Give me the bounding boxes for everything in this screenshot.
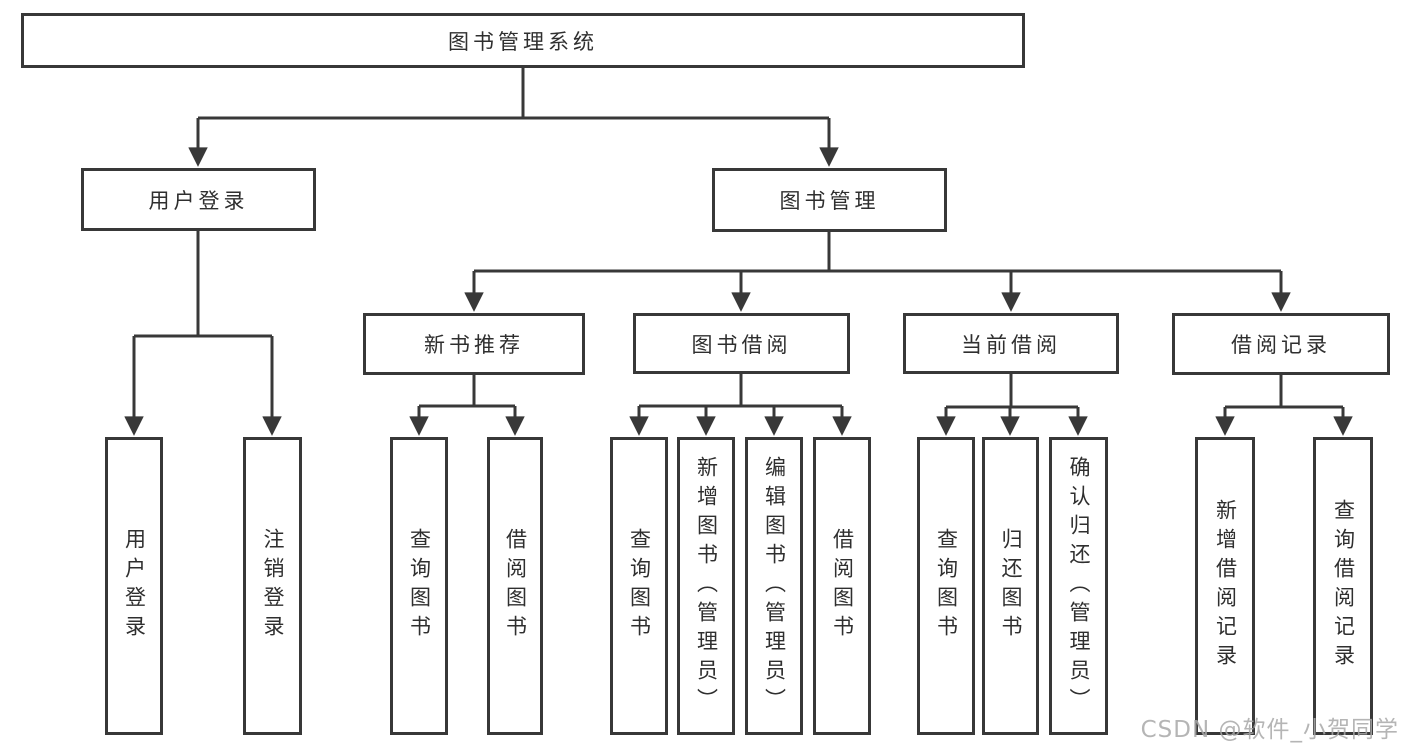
node-current-borrowing: 当前借阅 — [903, 313, 1119, 374]
leaf-edit-book-admin: 编辑图书（管理员） — [745, 437, 803, 735]
leaf-edit-book-admin-label: 编辑图书（管理员） — [762, 455, 787, 717]
node-new-book-recommendation-label: 新书推荐 — [424, 333, 524, 357]
leaf-query-books-recommend: 查询图书 — [390, 437, 448, 735]
connector-book-mgmt-to-level3 — [464, 232, 1291, 312]
node-borrowing-records: 借阅记录 — [1172, 313, 1390, 375]
node-user-login: 用户登录 — [81, 168, 316, 231]
connector-new-book-to-leaves — [409, 375, 525, 436]
connector-book-borrow-to-leaves — [629, 374, 852, 436]
node-book-management-label: 图书管理 — [779, 189, 880, 213]
leaf-add-borrow-record: 新增借阅记录 — [1195, 437, 1255, 735]
connector-user-login-to-leaves — [124, 231, 282, 436]
leaf-query-borrow-record: 查询借阅记录 — [1313, 437, 1373, 735]
leaf-add-book-admin: 新增图书（管理员） — [677, 437, 735, 735]
node-book-management: 图书管理 — [712, 168, 947, 232]
leaf-add-book-admin-label: 新增图书（管理员） — [694, 455, 719, 717]
leaf-user-login: 用户登录 — [105, 437, 163, 735]
leaf-borrow-books-recommend-label: 借阅图书 — [503, 528, 528, 644]
watermark: CSDN @软件_小贺同学 — [1140, 717, 1399, 743]
node-current-borrowing-label: 当前借阅 — [961, 332, 1061, 357]
leaf-query-books-borrowing-label: 查询图书 — [627, 528, 652, 644]
connector-root-to-level2 — [188, 68, 839, 167]
leaf-confirm-return-admin: 确认归还（管理员） — [1049, 437, 1108, 735]
leaf-query-books-borrowing: 查询图书 — [610, 437, 668, 735]
leaf-query-borrow-record-label: 查询借阅记录 — [1331, 499, 1356, 673]
leaf-confirm-return-admin-label: 确认归还（管理员） — [1067, 455, 1091, 717]
node-root-label: 图书管理系统 — [448, 29, 598, 54]
leaf-query-books-recommend-label: 查询图书 — [407, 528, 432, 644]
node-new-book-recommendation: 新书推荐 — [363, 313, 585, 375]
leaf-query-books-current-label: 查询图书 — [934, 528, 959, 644]
leaf-borrow-books-borrowing-label: 借阅图书 — [830, 528, 855, 644]
node-root: 图书管理系统 — [21, 13, 1025, 68]
connector-current-borrow-to-leaves — [936, 374, 1088, 436]
leaf-add-borrow-record-label: 新增借阅记录 — [1213, 499, 1238, 673]
node-book-borrowing: 图书借阅 — [633, 313, 850, 374]
leaf-logout-login-label: 注销登录 — [261, 528, 285, 644]
leaf-return-books: 归还图书 — [982, 437, 1039, 735]
leaf-borrow-books-recommend: 借阅图书 — [487, 437, 543, 735]
leaf-logout-login: 注销登录 — [243, 437, 302, 735]
node-user-login-label: 用户登录 — [148, 188, 249, 213]
leaf-user-login-label: 用户登录 — [122, 528, 147, 644]
leaf-query-books-current: 查询图书 — [917, 437, 975, 735]
leaf-borrow-books-borrowing: 借阅图书 — [813, 437, 871, 735]
connector-borrow-records-to-leaves — [1215, 375, 1353, 436]
leaf-return-books-label: 归还图书 — [999, 528, 1023, 644]
node-book-borrowing-label: 图书借阅 — [691, 332, 792, 357]
node-borrowing-records-label: 借阅记录 — [1231, 333, 1331, 357]
